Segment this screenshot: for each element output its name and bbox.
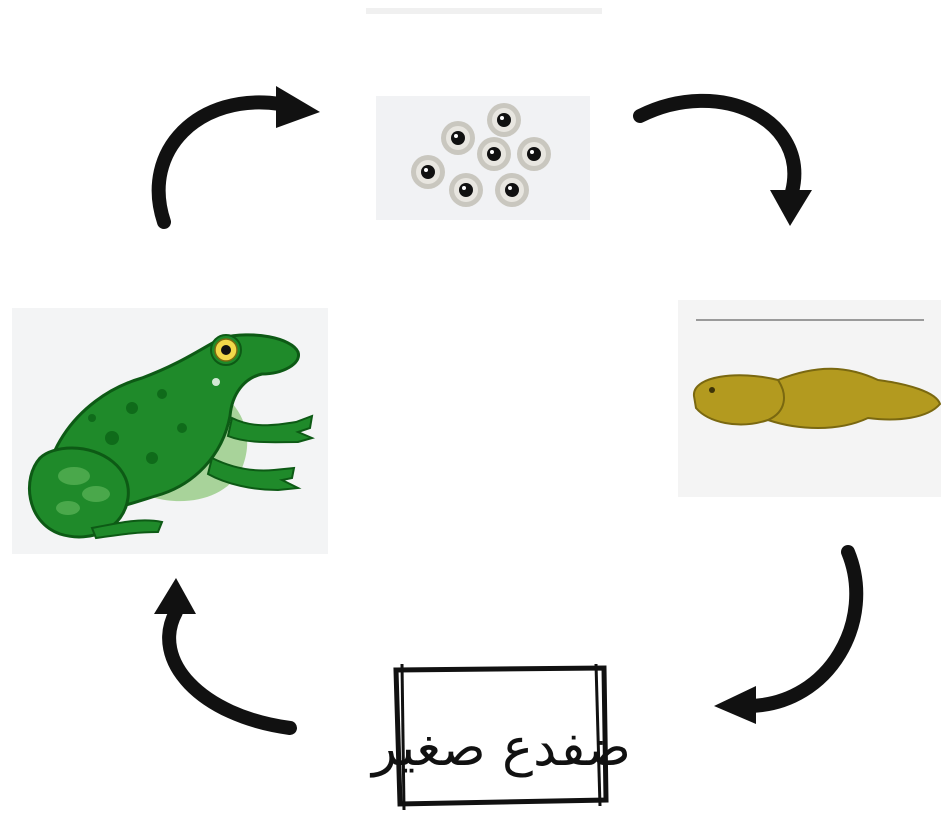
frog-panel [12,308,328,554]
egg-cluster [411,103,551,207]
arrow-tadpole-to-froglet [714,545,864,724]
faint-top-line [366,8,602,14]
arrow-froglet-to-frog [154,578,297,735]
adult-frog-icon [27,333,315,540]
froglet-box [393,663,609,811]
arrow-frog-to-eggs [151,86,320,229]
tadpole-icon [692,319,941,429]
eggs-panel [376,96,590,220]
tadpole-panel [678,300,941,497]
froglet-label: ضفدع صغير [372,718,631,778]
frog-eggs-icon [411,103,551,207]
arrow-eggs-to-tadpole [633,93,812,226]
